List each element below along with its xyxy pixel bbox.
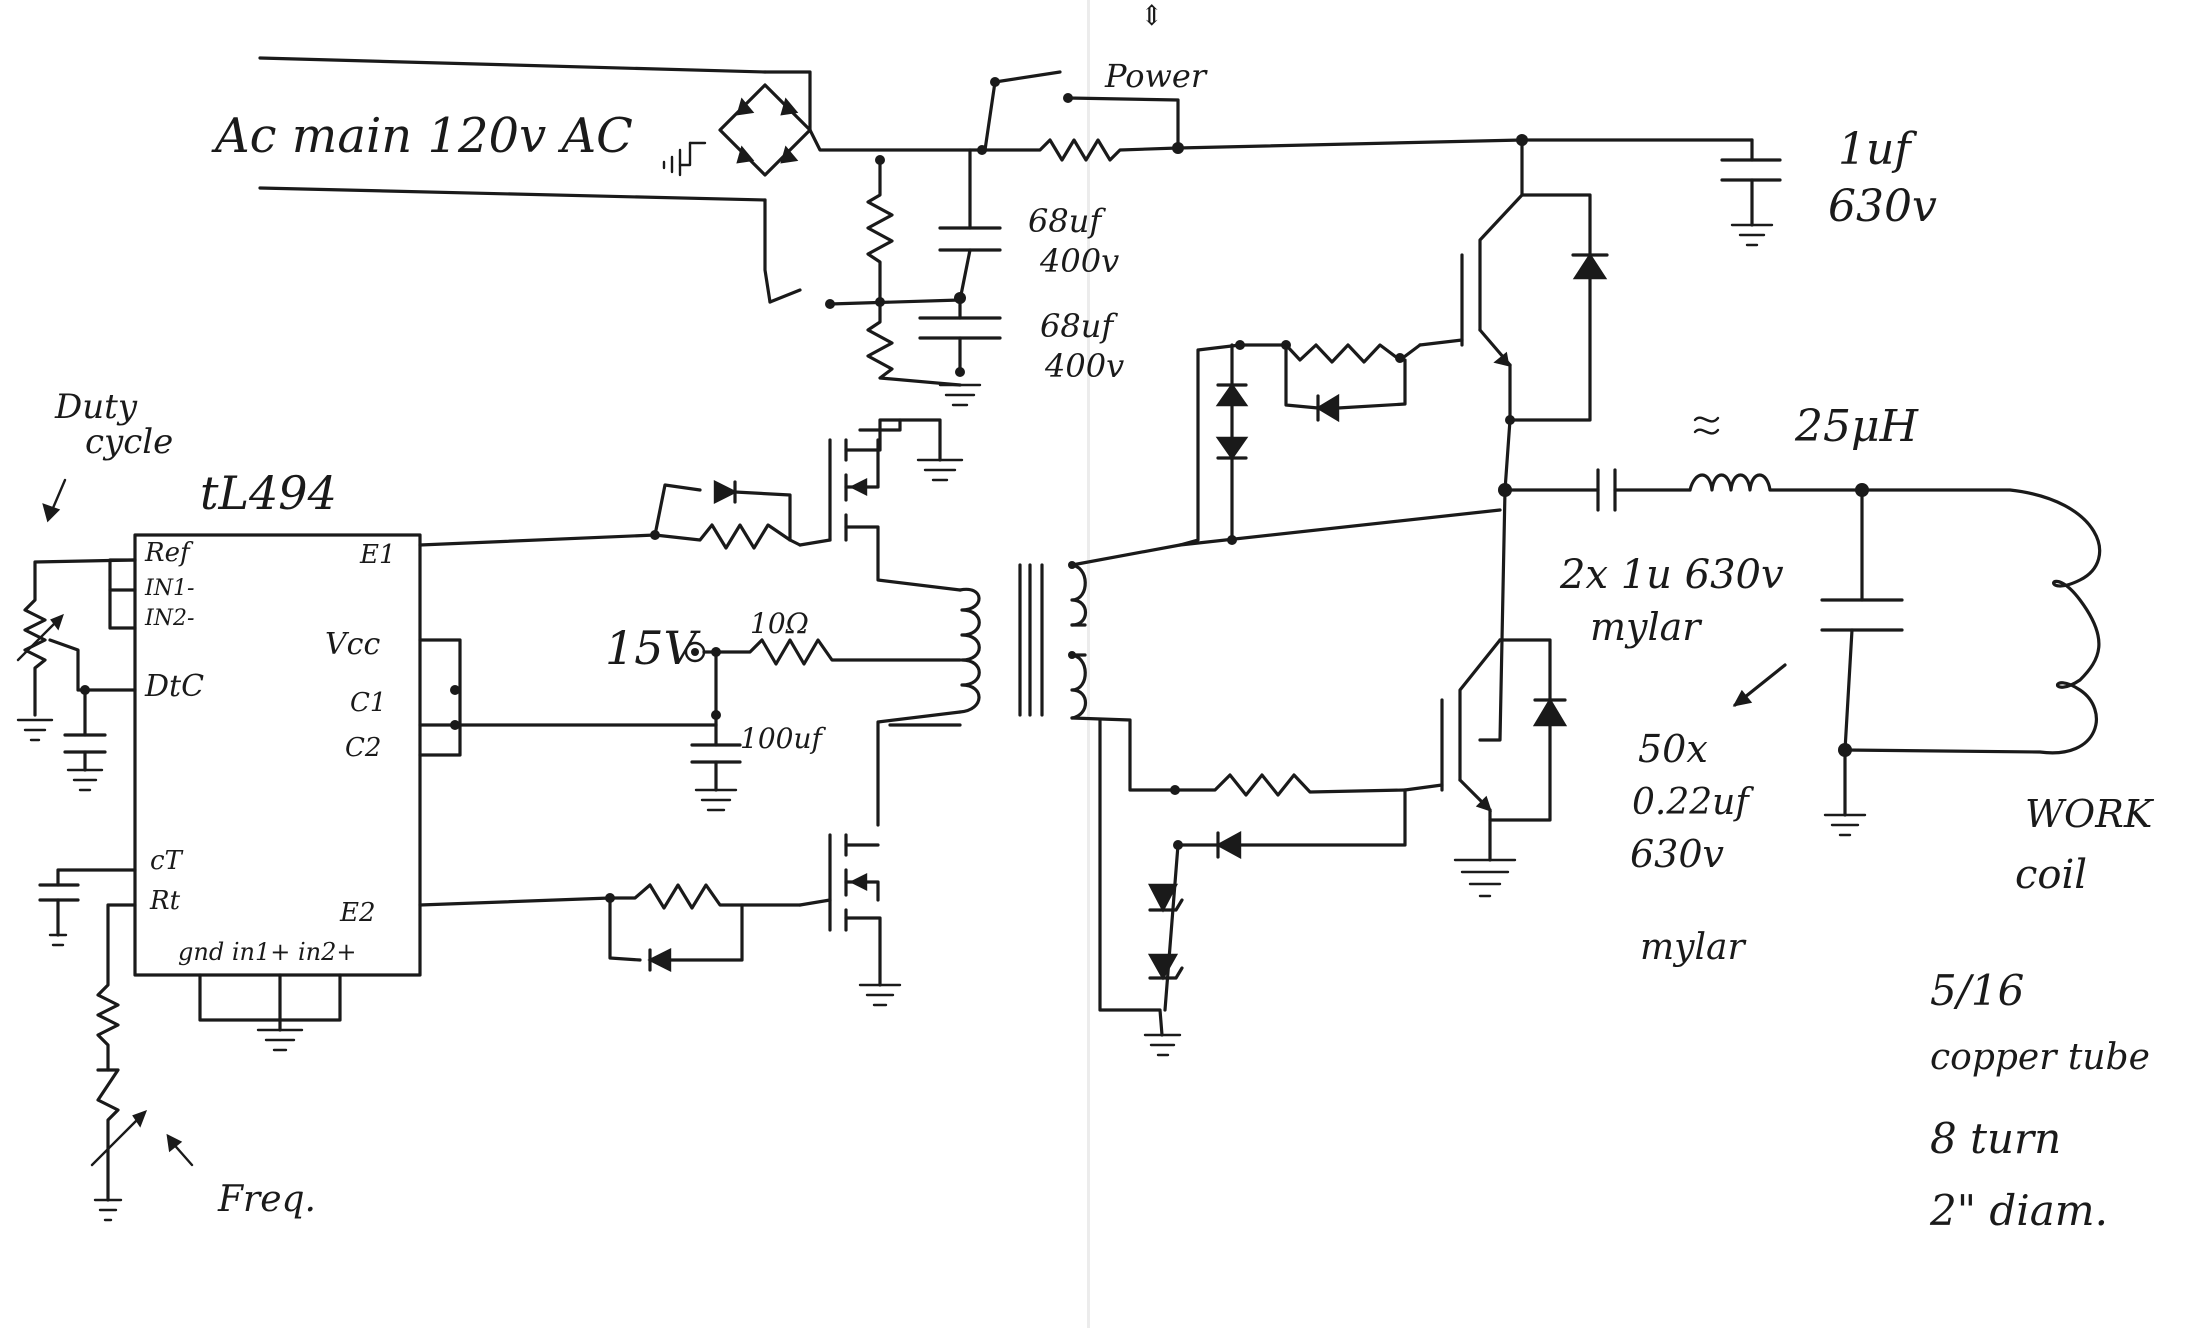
- label-ac-main: Ac main 120v AC: [215, 108, 633, 164]
- gate-network-high: [1178, 340, 1422, 547]
- capacitor-1uf-630v: [1720, 138, 1782, 247]
- label-tank-cap-voltage: 630v: [1630, 832, 1724, 876]
- label-pin-rt: Rt: [150, 886, 181, 916]
- label-work-coil-2: coil: [2015, 852, 2088, 898]
- label-tank-cap-value: 0.22uf: [1632, 782, 1749, 823]
- label-copper-tube: copper tube: [1930, 1037, 2150, 1078]
- label-cycle: cycle: [85, 422, 174, 462]
- ground-symbol-rectifier: [662, 141, 707, 177]
- gate-network-low: [1098, 718, 1407, 1057]
- label-pin-c2: C2: [345, 733, 382, 763]
- label-cap-68uf-a: 68uf: [1028, 202, 1102, 240]
- label-cap-68uf-b: 68uf: [1040, 307, 1114, 345]
- label-tube-size: 5/16: [1930, 966, 2025, 1015]
- label-cap-68uf-a-voltage: 400v: [1040, 242, 1120, 280]
- mosfet-gate-resistors: [418, 480, 802, 972]
- supply-15v-network: [418, 638, 962, 812]
- label-pin-e2: E2: [340, 898, 376, 928]
- label-inductor-25uh: 25μH: [1795, 401, 1918, 452]
- label-cap-1uf: 1uf: [1838, 124, 1911, 175]
- ct-rt-network: [38, 868, 194, 1222]
- label-pin-dtc: DtC: [145, 669, 205, 704]
- label-tank-cap-count: 50x: [1638, 727, 1708, 771]
- mosfet-lower: [798, 710, 962, 1007]
- label-pin-in1-minus: IN1-: [145, 576, 195, 601]
- paper-fold-line: [1087, 0, 1090, 1328]
- label-pin-c1: C1: [350, 688, 387, 718]
- inductor-25uh: [1688, 416, 1864, 492]
- label-pin-vcc: Vcc: [325, 627, 381, 662]
- duty-cycle-pot: [16, 478, 137, 792]
- label-cap-68uf-b-voltage: 400v: [1045, 347, 1125, 385]
- label-diameter: 2" diam.: [1930, 1186, 2108, 1235]
- dc-bus: [977, 134, 1754, 162]
- label-duty: Duty: [55, 387, 138, 427]
- series-capacitors: [1503, 468, 1692, 512]
- label-pins-bottom: gnd in1+ in2+: [178, 938, 357, 966]
- label-tank-cap-type: mylar: [1640, 927, 1745, 968]
- label-cap-100uf: 100uf: [740, 722, 822, 755]
- label-supply-15v: 15V: [605, 621, 697, 675]
- half-bridge-midpoint: [1178, 418, 1512, 742]
- igbt-low-side: [1403, 638, 1568, 898]
- bridge-rectifier: [718, 83, 984, 177]
- label-series-cap-type: mylar: [1590, 605, 1701, 649]
- tank-capacitor-bank: [1732, 483, 1904, 837]
- work-coil: [1843, 488, 2102, 755]
- gate-drive-transformer: [958, 543, 1182, 792]
- tl494-ic: [133, 533, 462, 1052]
- label-cap-1uf-voltage: 630v: [1828, 181, 1937, 232]
- ac-mains-lines: [258, 56, 812, 304]
- label-res-10ohm: 10Ω: [750, 607, 809, 640]
- label-ic-name: tL494: [200, 466, 337, 520]
- label-series-cap: 2x 1u 630v: [1560, 552, 1784, 598]
- label-freq: Freq.: [218, 1179, 316, 1220]
- label-turns: 8 turn: [1930, 1114, 2062, 1163]
- label-work-coil-1: WORK: [2025, 792, 2153, 836]
- label-power: Power: [1105, 57, 1207, 95]
- power-switch: [983, 70, 1180, 152]
- label-power-arrow: ⇕: [1140, 0, 1164, 32]
- igbt-high-side: [1418, 138, 1609, 425]
- label-pin-ref: Ref: [145, 538, 190, 568]
- filter-capacitors: [768, 148, 1002, 407]
- label-pin-e1: E1: [360, 540, 396, 570]
- mosfet-upper: [798, 418, 964, 592]
- label-pin-in2-minus: IN2-: [145, 606, 195, 631]
- label-pin-ct: cT: [150, 846, 182, 876]
